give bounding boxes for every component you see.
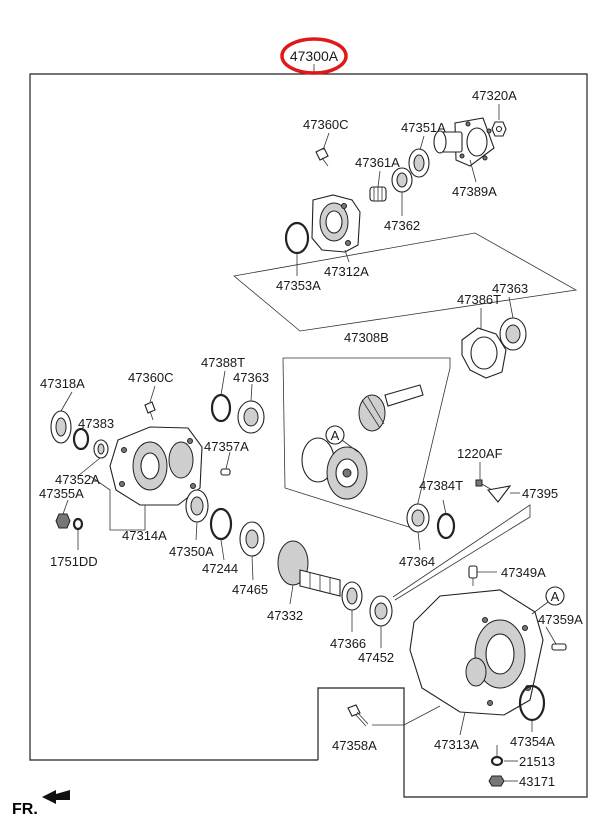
ring-47383[interactable] bbox=[72, 427, 90, 451]
assembly-frame bbox=[29, 73, 588, 798]
ring-47384T[interactable] bbox=[436, 512, 456, 540]
label-47384T[interactable]: 47384T bbox=[419, 478, 463, 493]
transfer-case-47314A[interactable] bbox=[109, 426, 203, 506]
bolt-47358A[interactable] bbox=[347, 704, 369, 727]
nut-47320A[interactable] bbox=[491, 121, 507, 137]
oil-seal-47351A[interactable] bbox=[408, 148, 430, 178]
label-47349A[interactable]: 47349A bbox=[501, 565, 546, 580]
label-47386T[interactable]: 47386T bbox=[457, 292, 501, 307]
label-47332[interactable]: 47332 bbox=[267, 608, 303, 623]
label-47389A[interactable]: 47389A bbox=[452, 184, 497, 199]
label-47244[interactable]: 47244 bbox=[202, 561, 238, 576]
label-47366[interactable]: 47366 bbox=[330, 636, 366, 651]
svg-text:A: A bbox=[551, 589, 560, 604]
bearing-47350A[interactable] bbox=[185, 489, 209, 523]
assembly-code-label: 47300A bbox=[290, 48, 339, 64]
label-47395[interactable]: 47395 bbox=[522, 486, 558, 501]
dowel-pin-47357A[interactable] bbox=[220, 468, 231, 476]
spacer-47362[interactable] bbox=[369, 186, 387, 202]
bearing-47363-right[interactable] bbox=[499, 317, 527, 351]
bolt-47360C-left[interactable] bbox=[144, 401, 156, 421]
label-47312A[interactable]: 47312A bbox=[324, 264, 369, 279]
label-47452[interactable]: 47452 bbox=[358, 650, 394, 665]
label-47364[interactable]: 47364 bbox=[399, 554, 435, 569]
label-47352A[interactable]: 47352A bbox=[55, 472, 100, 487]
output-shaft-47332[interactable] bbox=[277, 540, 341, 597]
label-47360C-top[interactable]: 47360C bbox=[303, 117, 349, 132]
bearing-47363-left[interactable] bbox=[237, 400, 265, 434]
rear-cover-47312A[interactable] bbox=[311, 194, 361, 253]
bearing-47361A[interactable] bbox=[391, 167, 413, 193]
front-arrow-icon bbox=[42, 790, 70, 804]
label-1220AF[interactable]: 1220AF bbox=[457, 446, 503, 461]
seal-47452[interactable] bbox=[369, 595, 393, 627]
leader-lines bbox=[60, 104, 557, 782]
svg-text:A: A bbox=[331, 428, 340, 443]
ring-47244[interactable] bbox=[209, 507, 233, 541]
label-47359A[interactable]: 47359A bbox=[538, 612, 583, 627]
bracket-47395[interactable] bbox=[486, 485, 512, 503]
front-label: FR. bbox=[12, 801, 38, 818]
label-43171[interactable]: 43171 bbox=[519, 774, 555, 789]
washer-21513[interactable] bbox=[490, 755, 504, 767]
label-47465[interactable]: 47465 bbox=[232, 582, 268, 597]
dowel-pin-47359A[interactable] bbox=[551, 643, 567, 651]
bearing-47352A[interactable] bbox=[93, 439, 109, 459]
label-47313A[interactable]: 47313A bbox=[434, 737, 479, 752]
label-47350A[interactable]: 47350A bbox=[169, 544, 214, 559]
bearing-47465[interactable] bbox=[239, 521, 265, 557]
case-group-outline bbox=[392, 504, 531, 601]
label-21513[interactable]: 21513 bbox=[519, 754, 555, 769]
label-47351A[interactable]: 47351A bbox=[401, 120, 446, 135]
rear-cover-group-outline bbox=[233, 232, 578, 332]
label-47314A[interactable]: 47314A bbox=[122, 528, 167, 543]
bolt-1220AF[interactable] bbox=[475, 479, 493, 491]
label-47355A[interactable]: 47355A bbox=[39, 486, 84, 501]
label-47353A[interactable]: 47353A bbox=[276, 278, 321, 293]
label-1751DD[interactable]: 1751DD bbox=[50, 554, 98, 569]
label-47362[interactable]: 47362 bbox=[384, 218, 420, 233]
differential-assembly[interactable] bbox=[301, 437, 368, 500]
companion-flange-47389A[interactable] bbox=[433, 117, 495, 167]
assembly-code-callout[interactable]: 47300A bbox=[280, 37, 348, 75]
front-orientation-marker: FR. bbox=[12, 790, 70, 818]
label-47320A[interactable]: 47320A bbox=[472, 88, 517, 103]
plug-43171[interactable] bbox=[488, 775, 505, 787]
washer-1751DD[interactable] bbox=[72, 517, 84, 531]
label-47308B[interactable]: 47308B bbox=[344, 330, 389, 345]
ref-marker-a-gear: A bbox=[325, 425, 359, 453]
transfer-case-47313A[interactable] bbox=[409, 589, 544, 716]
breather-47349A[interactable] bbox=[468, 565, 478, 586]
label-47318A[interactable]: 47318A bbox=[40, 376, 85, 391]
label-47363-left[interactable]: 47363 bbox=[233, 370, 269, 385]
part-labels: 47320A 47360C 47351A 47361A 47389A 47362… bbox=[39, 88, 583, 789]
label-47363-right[interactable]: 47363 bbox=[492, 281, 528, 296]
label-47354A[interactable]: 47354A bbox=[510, 734, 555, 749]
gasket-47386T[interactable] bbox=[461, 327, 507, 379]
gear-group-outline bbox=[282, 357, 451, 529]
label-47383[interactable]: 47383 bbox=[78, 416, 114, 431]
bearing-47364[interactable] bbox=[406, 503, 430, 533]
label-47358A[interactable]: 47358A bbox=[332, 738, 377, 753]
label-47361A[interactable]: 47361A bbox=[355, 155, 400, 170]
bearing-47366[interactable] bbox=[341, 581, 363, 611]
bolt-47360C-top[interactable] bbox=[315, 147, 329, 167]
ref-marker-a-case: A bbox=[531, 586, 565, 615]
seal-47318A[interactable] bbox=[50, 410, 72, 444]
o-ring-47353A[interactable] bbox=[284, 221, 310, 255]
pinion-shaft-47308B[interactable] bbox=[358, 384, 424, 432]
label-47388T[interactable]: 47388T bbox=[201, 355, 245, 370]
label-47360C-left[interactable]: 47360C bbox=[128, 370, 174, 385]
plug-47355A[interactable] bbox=[55, 513, 71, 529]
label-47357A[interactable]: 47357A bbox=[204, 439, 249, 454]
ring-47388T[interactable] bbox=[210, 393, 232, 423]
